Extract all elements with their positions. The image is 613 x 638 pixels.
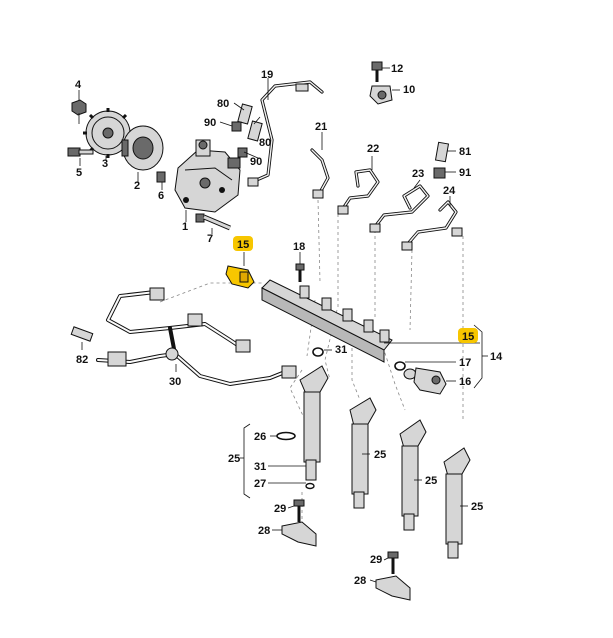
label-91: 91 [459,167,471,179]
bracket-bolt [371,61,383,82]
label-31-left: 31 [254,461,266,473]
label-3: 3 [102,158,108,170]
label-28-left: 28 [258,525,270,537]
seal-ring-90 [231,121,248,158]
o-ring-31 [312,347,406,371]
injector-1 [299,365,329,481]
label-80-a: 80 [217,98,229,110]
rail-bolt [295,263,305,282]
label-5: 5 [76,167,82,179]
injector-line-21 [310,148,330,199]
injector-line-22 [337,168,380,215]
label-22: 22 [367,143,379,155]
wiring-harness [96,287,297,386]
o-ring-27 [305,482,315,490]
label-19: 19 [261,69,273,81]
seal-ring-91 [433,167,446,179]
label-4: 4 [75,79,82,91]
label-25-left: 25 [228,453,240,465]
label-25-c: 25 [471,501,483,513]
label-25-a: 25 [374,449,386,461]
label-2: 2 [134,180,140,192]
label-16: 16 [459,376,471,388]
flange-bolt [156,171,166,183]
injector-4 [443,447,471,559]
label-90-b: 90 [250,156,262,168]
label-10: 10 [403,84,415,96]
part-labels: 4 3 5 2 6 1 7 19 80 90 80 90 12 10 21 22… [75,63,503,587]
label-12: 12 [391,63,403,75]
highlight-marker-15-rail [458,328,478,343]
timing-gear [83,108,133,158]
label-29-left: 29 [274,503,286,515]
label-15-sensor: 15 [237,239,249,251]
label-27: 27 [254,478,266,490]
pump-bolt [195,213,231,231]
injector-line-23 [369,184,430,233]
label-14: 14 [490,351,503,363]
gear-bolt [67,147,94,157]
label-6: 6 [158,190,164,202]
bolt-29-right [387,551,399,574]
sleeve-81 [434,141,450,163]
label-30: 30 [169,376,181,388]
injector-2 [349,397,377,509]
label-81: 81 [459,146,471,158]
injector-line-24 [401,200,463,251]
leader-lines [78,67,488,583]
label-25-b: 25 [425,475,437,487]
high-pressure-rail [261,279,393,363]
pressure-regulating-valve [403,367,447,395]
label-26: 26 [254,431,266,443]
label-24: 24 [443,185,456,197]
label-29-right: 29 [370,554,382,566]
highlight-marker-15-sensor [233,236,253,251]
high-pressure-pump [174,139,241,213]
fuel-line-19 [247,80,324,187]
sealing-sleeve-80 [237,103,263,142]
connector-82 [70,326,94,342]
o-ring-26 [276,431,296,441]
label-17: 17 [459,357,471,369]
clamp-28-right [375,575,411,601]
injector-3 [399,419,427,531]
clamp-28-left [281,521,317,547]
label-21: 21 [315,121,327,133]
bolt-29-left [293,499,305,522]
label-15-rail: 15 [462,331,474,343]
label-31-top: 31 [335,344,347,356]
label-82: 82 [76,354,88,366]
gear-nut [71,99,87,116]
label-7: 7 [207,233,213,245]
label-18: 18 [293,241,305,253]
label-28-right: 28 [354,575,366,587]
bracket [369,85,393,105]
label-23: 23 [412,168,424,180]
pump-flange [121,125,164,171]
label-90-a: 90 [204,117,216,129]
fuel-pressure-sensor-highlighted [225,265,255,289]
label-1: 1 [182,221,188,233]
label-80-b: 80 [259,137,271,149]
